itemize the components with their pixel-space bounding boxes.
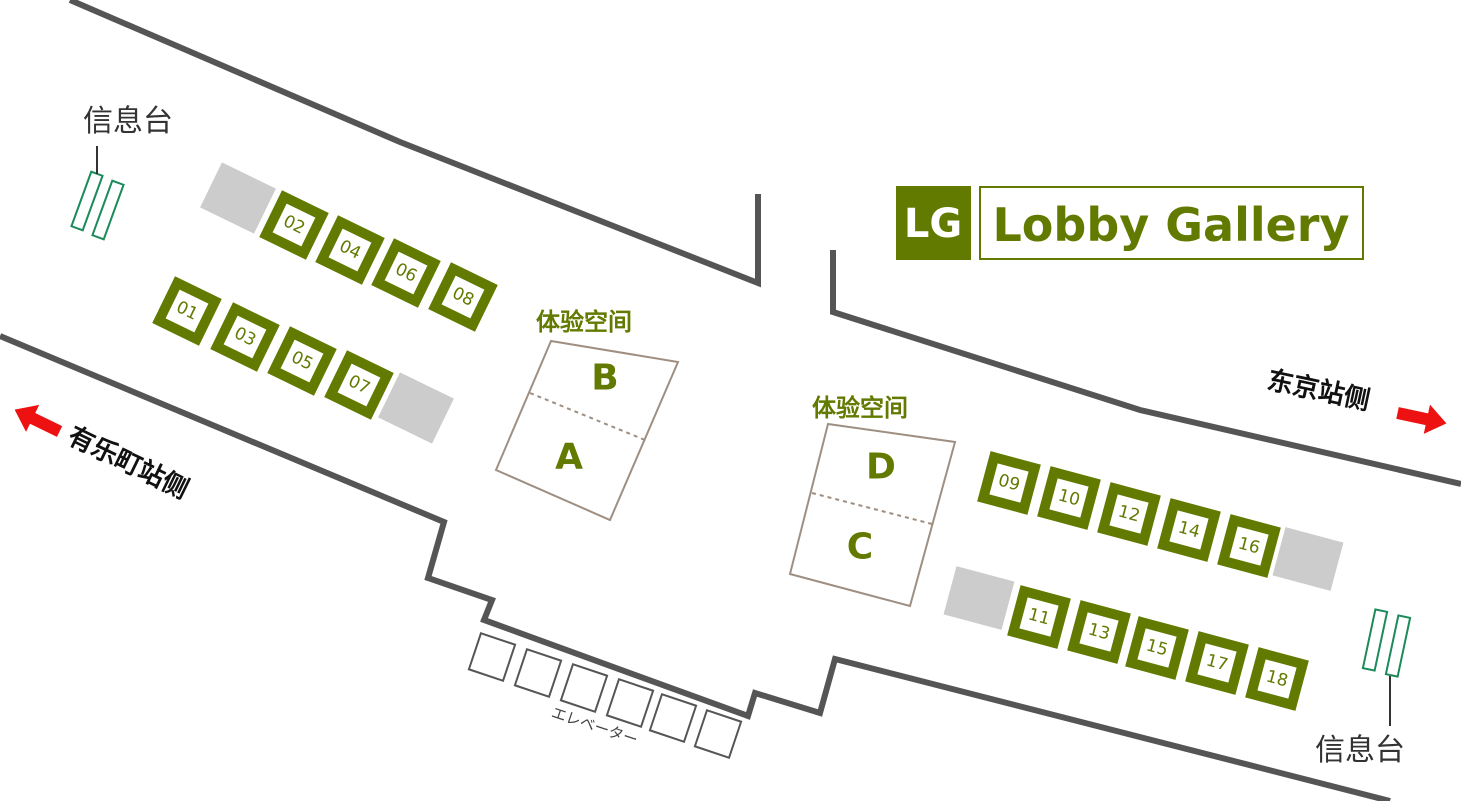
wall-bottom xyxy=(0,333,1391,801)
experience-space-title: 体验空间 xyxy=(812,394,908,422)
direction-right: 东京站侧 xyxy=(1265,365,1447,434)
elevator-door xyxy=(467,632,517,682)
elevator-door xyxy=(559,663,609,713)
reserved-block xyxy=(378,372,454,444)
arrow-right-icon xyxy=(1396,404,1447,434)
reserved-block xyxy=(943,566,1015,630)
booth-05[interactable]: 05 xyxy=(267,326,337,396)
booth-01[interactable]: 01 xyxy=(152,276,222,346)
booth-07[interactable]: 07 xyxy=(324,350,394,420)
legend-badge xyxy=(896,186,971,260)
experience-space-right: D C 体验空间 xyxy=(788,394,957,608)
booth-inner xyxy=(1109,494,1149,534)
booth-inner xyxy=(384,251,428,295)
booth-14[interactable]: 14 xyxy=(1157,498,1221,562)
elevator-group: エレベーター xyxy=(467,632,743,759)
booth-inner xyxy=(223,315,267,359)
experience-space-outline xyxy=(494,339,680,522)
elevator-door xyxy=(648,693,698,743)
space-c-label[interactable]: C xyxy=(847,527,873,568)
booth-12[interactable]: 12 xyxy=(1097,482,1161,546)
booth-06[interactable]: 06 xyxy=(371,238,441,308)
arrow-left-icon xyxy=(14,404,63,437)
booth-04[interactable]: 04 xyxy=(315,215,385,285)
booth-16[interactable]: 16 xyxy=(1217,514,1281,578)
booth-inner xyxy=(1079,612,1119,652)
legend: LG Lobby Gallery xyxy=(896,186,1364,260)
booth-08[interactable]: 08 xyxy=(428,262,498,332)
direction-right-label: 东京站侧 xyxy=(1265,365,1373,417)
info-desk-counter xyxy=(1384,614,1412,678)
legend-name: Lobby Gallery xyxy=(993,198,1350,252)
elevator-door xyxy=(513,648,563,698)
legend-badge-text: LG xyxy=(904,201,962,247)
elevator-door xyxy=(693,709,743,759)
wall-top-left xyxy=(68,0,761,288)
booth-17[interactable]: 17 xyxy=(1185,631,1249,695)
booth-10[interactable]: 10 xyxy=(1037,466,1101,530)
booth-inner xyxy=(165,289,209,333)
booth-inner xyxy=(1137,628,1177,668)
booth-inner xyxy=(272,203,316,247)
booth-inner xyxy=(337,363,381,407)
booth-18[interactable]: 18 xyxy=(1245,647,1309,711)
booth-03[interactable]: 03 xyxy=(210,302,280,372)
reserved-block xyxy=(200,162,276,234)
booth-inner xyxy=(989,463,1029,503)
booth-inner xyxy=(328,228,372,272)
legend-box xyxy=(979,186,1364,260)
experience-space-outline xyxy=(788,422,957,608)
booth-inner xyxy=(280,339,324,383)
booth-11[interactable]: 11 xyxy=(1007,585,1071,649)
info-desk-right: 信息台 xyxy=(1315,608,1412,768)
booth-inner xyxy=(1169,510,1209,550)
experience-space-title: 体验空间 xyxy=(536,308,632,336)
wall-top-right xyxy=(830,250,1461,487)
booth-13[interactable]: 13 xyxy=(1067,600,1131,664)
booth-inner xyxy=(441,275,485,319)
elevator-door xyxy=(605,678,655,728)
space-d-label[interactable]: D xyxy=(866,447,896,488)
info-desk-label: 信息台 xyxy=(1315,733,1405,768)
booth-inner xyxy=(1019,597,1059,637)
reserved-block xyxy=(1272,527,1344,591)
info-desk-counter xyxy=(1361,608,1389,672)
direction-left-label: 有乐町站侧 xyxy=(63,421,193,505)
info-desk-left: 信息台 xyxy=(70,104,173,241)
info-desk-counter xyxy=(91,179,125,241)
direction-left: 有乐町站侧 xyxy=(14,404,193,505)
booth-inner xyxy=(1049,478,1089,518)
space-b-label[interactable]: B xyxy=(591,358,618,399)
booth-09[interactable]: 09 xyxy=(977,451,1041,515)
booth-inner xyxy=(1257,659,1297,699)
booth-inner xyxy=(1197,643,1237,683)
booth-inner xyxy=(1229,526,1269,566)
experience-space-left: B A 体验空间 xyxy=(494,308,680,522)
booth-15[interactable]: 15 xyxy=(1125,616,1189,680)
space-a-label[interactable]: A xyxy=(555,437,583,478)
booth-02[interactable]: 02 xyxy=(259,190,329,260)
info-desk-label: 信息台 xyxy=(83,104,173,139)
